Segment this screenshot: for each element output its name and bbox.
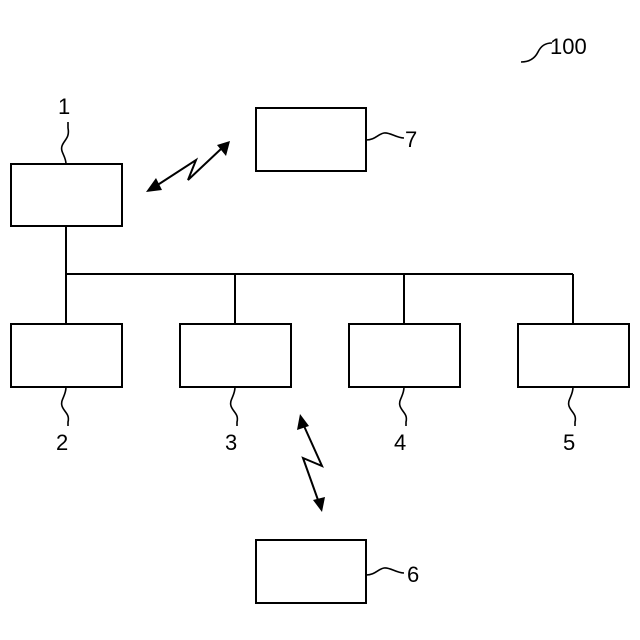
- node-6-label: 6: [407, 562, 419, 587]
- node-2-leader: [62, 387, 69, 426]
- node-1-box: [11, 164, 122, 226]
- node-3-label: 3: [225, 430, 237, 455]
- wireless-arrowhead-1: [146, 178, 162, 192]
- node-3-leader: [231, 387, 238, 426]
- node-5-box: [518, 324, 629, 387]
- node-6-box: [256, 540, 366, 603]
- node-1-label: 1: [58, 94, 70, 119]
- node-4-box: [349, 324, 460, 387]
- system-ref-leader: [521, 43, 552, 62]
- wireless-link-3-6: [297, 414, 325, 512]
- node-7-label: 7: [405, 127, 417, 152]
- node-5-leader: [569, 387, 576, 426]
- wireless-arrowhead-7: [217, 141, 230, 156]
- wireless-arrowhead-3: [297, 414, 309, 430]
- node-3-box: [180, 324, 291, 387]
- node-1-leader: [62, 122, 69, 164]
- node-6-leader: [366, 568, 404, 575]
- node-7-leader: [366, 133, 404, 140]
- node-7-box: [256, 108, 366, 171]
- bus-network: [66, 226, 573, 324]
- node-2-box: [11, 324, 122, 387]
- system-ref-label: 100: [550, 34, 587, 59]
- node-5-label: 5: [563, 430, 575, 455]
- node-2-label: 2: [56, 430, 68, 455]
- wireless-arrowhead-6: [313, 497, 325, 512]
- node-4-label: 4: [394, 430, 406, 455]
- wireless-link-1-7: [146, 141, 230, 192]
- node-4-leader: [400, 387, 407, 426]
